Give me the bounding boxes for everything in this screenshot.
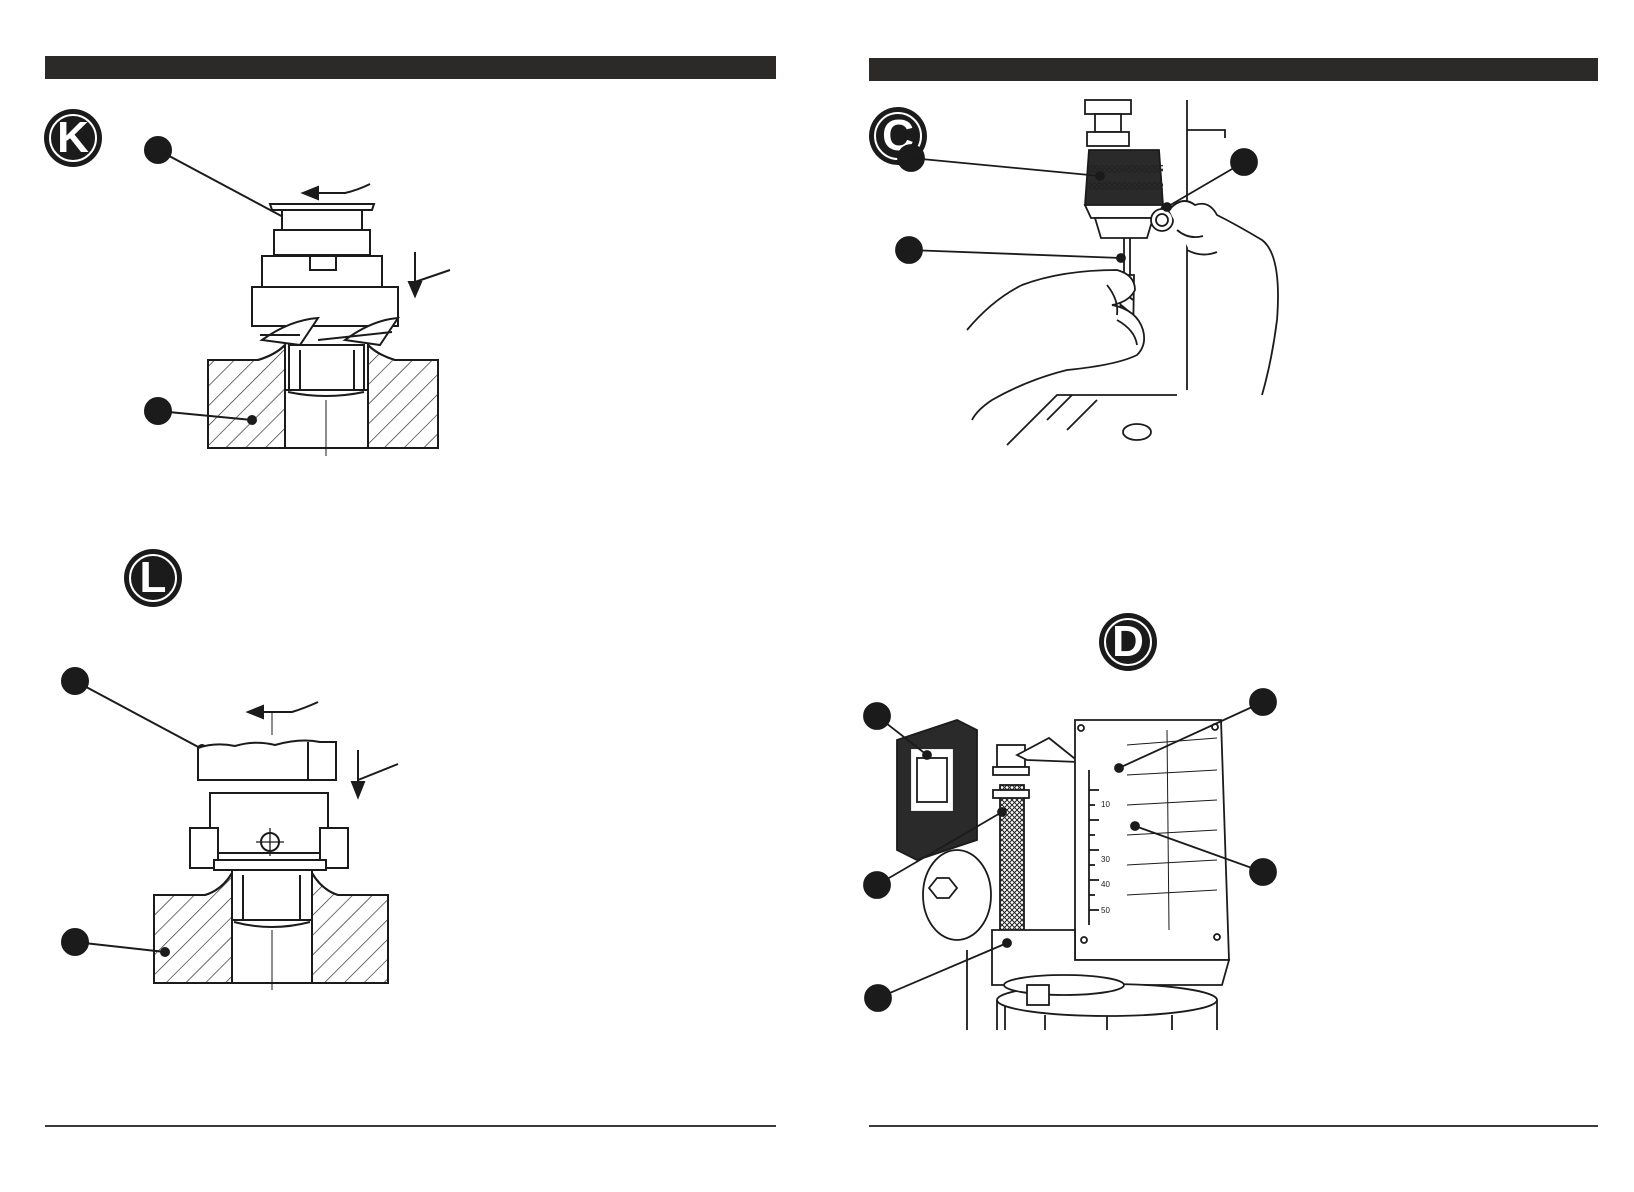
figure-l-drawing xyxy=(62,668,398,990)
left-page: K L xyxy=(0,0,817,1192)
figure-d-drawing xyxy=(864,689,1276,1030)
figure-c-d-illustrations: 10 30 40 50 xyxy=(817,0,1634,1192)
right-page: C D xyxy=(817,0,1634,1192)
scale-label: 40 xyxy=(1101,880,1110,889)
figure-k-l-illustrations xyxy=(0,0,817,1192)
figure-c-drawing xyxy=(896,100,1278,445)
scale-label: 30 xyxy=(1101,855,1110,864)
scale-label: 50 xyxy=(1101,906,1110,915)
scale-label: 10 xyxy=(1101,800,1110,809)
footer-rule xyxy=(869,1125,1598,1127)
footer-rule xyxy=(45,1125,776,1127)
figure-k-drawing xyxy=(145,137,450,456)
